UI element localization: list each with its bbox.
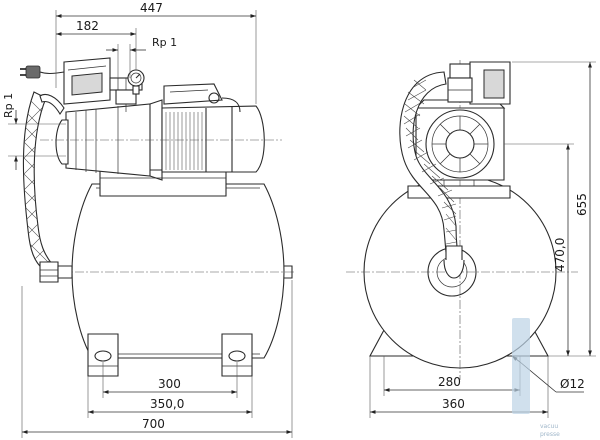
svg-text:vacuu: vacuu bbox=[540, 423, 558, 430]
dim-655: 655 bbox=[575, 193, 589, 216]
front-view bbox=[8, 10, 296, 438]
side-pump-cover bbox=[414, 99, 506, 181]
pressure-gauge-icon bbox=[127, 69, 145, 95]
dim-182: 182 bbox=[76, 19, 99, 33]
power-plug-icon bbox=[20, 65, 65, 79]
dim-447: 447 bbox=[140, 1, 163, 15]
front-motor bbox=[40, 83, 282, 173]
dim-350: 350,0 bbox=[150, 397, 184, 411]
watermark-logo: vacuu presse bbox=[512, 318, 560, 438]
dim-280: 280 bbox=[438, 375, 461, 389]
side-braided-hose bbox=[399, 71, 465, 279]
dim-360: 360 bbox=[442, 397, 465, 411]
dim-470: 470,0 bbox=[553, 238, 567, 272]
dim-hole-diameter: Ø12 bbox=[560, 377, 585, 391]
front-dimensions bbox=[8, 10, 293, 438]
svg-text:presse: presse bbox=[540, 431, 560, 438]
dim-rp1-inlet: Rp 1 bbox=[2, 93, 15, 118]
dim-300: 300 bbox=[158, 377, 181, 391]
side-pressure-switch bbox=[447, 61, 511, 105]
dim-700: 700 bbox=[142, 417, 165, 431]
side-view: vacuu presse bbox=[346, 60, 596, 438]
dim-rp1-outlet: Rp 1 bbox=[152, 36, 177, 49]
